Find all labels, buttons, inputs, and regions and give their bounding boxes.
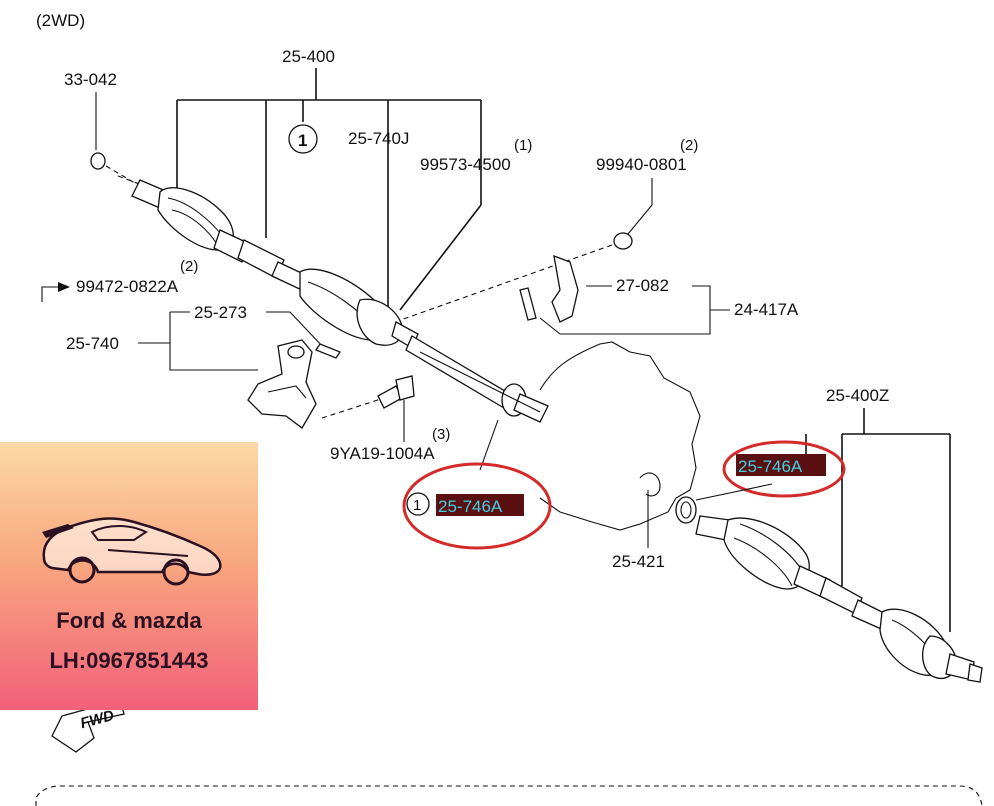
highlight-25-746A-right — [736, 454, 826, 476]
label-99940-0801: 99940-0801 — [596, 155, 687, 174]
label-24-417A: 24-417A — [734, 300, 799, 319]
badge-brand-text: Ford & mazda — [56, 608, 202, 633]
label-25-740: 25-740 — [66, 334, 119, 353]
label-25-746A-left: 25-746A — [438, 497, 503, 516]
label-25-400Z: 25-400Z — [826, 386, 889, 405]
callout-1-left-label: 1 — [413, 497, 421, 514]
label-25-400: 25-400 — [282, 47, 335, 66]
label-9YA19-1004A: 9YA19-1004A — [330, 444, 435, 463]
highlight-25-746A-left — [436, 494, 524, 516]
bottom-dashed-frame — [35, 785, 983, 806]
label-27-082: 27-082 — [616, 276, 669, 295]
qty-9YA19: (3) — [432, 426, 450, 443]
callout-1-left-circle — [406, 492, 430, 516]
bearing-support-bracket — [247, 339, 341, 429]
red-circle-right — [722, 440, 846, 498]
callout-1-circle — [288, 124, 318, 154]
contact-badge: Ford & mazda LH:0967851443 — [0, 442, 258, 710]
qty-99940: (2) — [680, 137, 698, 154]
label-25-421: 25-421 — [612, 552, 665, 571]
sports-car-icon — [42, 517, 222, 586]
drive-variant-label: (2WD) — [36, 11, 85, 30]
qty-99472: (2) — [180, 258, 198, 275]
nut-33-042 — [90, 152, 106, 170]
left-driveshaft — [117, 175, 549, 423]
badge-phone-text: LH:0967851443 — [49, 648, 209, 673]
label-99573-4500: 99573-4500 — [420, 155, 511, 174]
red-circle-left — [402, 462, 552, 550]
label-99472-0822A: 99472-0822A — [76, 277, 179, 296]
bracket-27-082 — [519, 254, 579, 323]
nut-99940 — [613, 232, 633, 250]
qty-99573: (1) — [514, 137, 532, 154]
snap-ring-25-421 — [639, 472, 661, 497]
fwd-arrow-icon: FWD — [51, 699, 125, 753]
label-25-273: 25-273 — [194, 303, 247, 322]
transmission-outline — [539, 341, 701, 531]
right-driveshaft — [675, 496, 983, 683]
bolt-9YA19 — [377, 375, 415, 409]
label-33-042: 33-042 — [64, 70, 117, 89]
label-25-740J: 25-740J — [348, 129, 409, 148]
label-25-746A-right: 25-746A — [738, 457, 803, 476]
callout-1-label: 1 — [298, 131, 307, 150]
